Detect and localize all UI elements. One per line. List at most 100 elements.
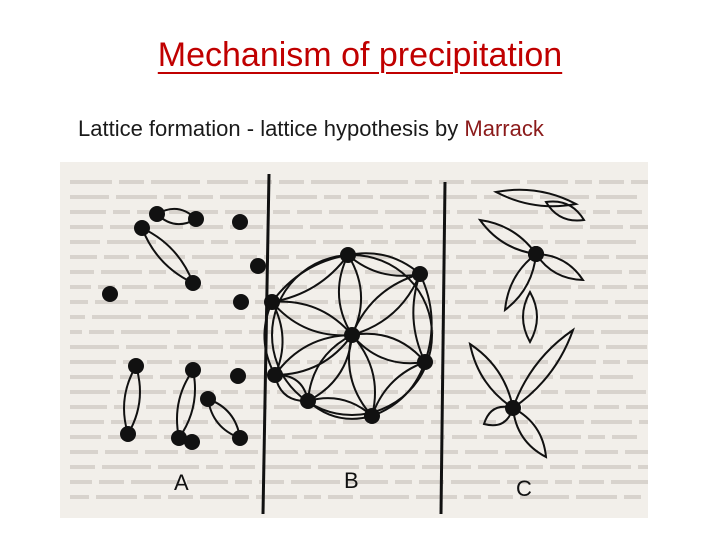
- ghost-word: [70, 225, 103, 229]
- ghost-word: [436, 195, 477, 199]
- ghost-word: [256, 495, 297, 499]
- ghost-word: [95, 300, 128, 304]
- ghost-word: [274, 405, 299, 409]
- antibody-lens: [511, 406, 548, 459]
- ghost-word: [305, 450, 338, 454]
- ghost-word: [70, 315, 85, 319]
- ghost-word: [70, 210, 106, 214]
- ghost-word: [625, 450, 648, 454]
- ghost-word: [187, 480, 228, 484]
- ghost-word: [276, 195, 317, 199]
- ghost-word: [578, 285, 595, 289]
- ghost-word: [356, 315, 373, 319]
- antigen-dot: [232, 214, 248, 230]
- ghost-word: [400, 375, 433, 379]
- ghost-word: [569, 330, 594, 334]
- ghost-word: [235, 240, 260, 244]
- ghost-word: [395, 480, 412, 484]
- ghost-word: [442, 285, 467, 289]
- ghost-word: [555, 480, 572, 484]
- ghost-word: [626, 405, 648, 409]
- ghost-word: [70, 270, 94, 274]
- ghost-word: [390, 345, 439, 349]
- ghost-word: [405, 390, 430, 394]
- ghost-word: [206, 465, 223, 469]
- ghost-word: [282, 285, 307, 289]
- ghost-word: [255, 180, 272, 184]
- ghost-word: [627, 360, 648, 364]
- antibody-lens: [511, 327, 575, 411]
- ghost-word: [159, 420, 176, 424]
- ghost-word: [220, 195, 269, 199]
- ghost-word: [230, 225, 263, 229]
- ghost-word: [135, 300, 168, 304]
- antigen-dot: [267, 367, 283, 383]
- ghost-word: [185, 450, 218, 454]
- lattice-figure: A B C: [60, 162, 648, 518]
- ghost-word: [585, 450, 618, 454]
- ghost-word: [183, 420, 208, 424]
- ghost-word: [311, 180, 360, 184]
- ghost-word: [624, 495, 641, 499]
- ghost-word: [150, 225, 183, 229]
- ghost-word: [451, 480, 500, 484]
- ghost-word: [292, 435, 317, 439]
- ghost-word: [582, 465, 631, 469]
- ghost-word: [333, 390, 374, 394]
- ghost-word: [441, 330, 490, 334]
- ghost-word: [612, 435, 637, 439]
- background-page-texture: [70, 180, 648, 499]
- ghost-word: [116, 195, 157, 199]
- ghost-word: [424, 255, 449, 259]
- ghost-word: [252, 315, 301, 319]
- divider-line-1: [261, 173, 271, 515]
- ghost-word: [474, 285, 523, 289]
- ghost-word: [579, 480, 604, 484]
- ghost-word: [422, 465, 471, 469]
- ghost-word: [70, 195, 109, 199]
- ghost-word: [508, 195, 533, 199]
- ghost-word: [601, 330, 648, 334]
- ghost-word: [70, 480, 92, 484]
- ghost-word: [545, 210, 586, 214]
- ghost-word: [261, 270, 302, 274]
- ghost-word: [207, 180, 248, 184]
- ghost-word: [121, 330, 170, 334]
- ghost-word: [540, 315, 565, 319]
- ghost-word: [366, 465, 383, 469]
- ghost-word: [433, 210, 450, 214]
- ghost-word: [225, 330, 242, 334]
- ghost-word: [119, 180, 144, 184]
- ghost-word: [493, 390, 534, 394]
- ghost-word: [70, 255, 97, 259]
- ghost-word: [89, 330, 114, 334]
- ghost-word: [611, 480, 648, 484]
- ghost-word: [271, 420, 312, 424]
- antibody-lens: [468, 341, 515, 411]
- ghost-word: [335, 300, 368, 304]
- antigen-dot: [340, 247, 356, 263]
- ghost-word: [439, 180, 464, 184]
- ghost-word: [443, 360, 460, 364]
- ghost-word: [469, 270, 486, 274]
- ghost-word: [535, 300, 568, 304]
- ghost-word: [550, 225, 583, 229]
- ghost-word: [70, 405, 107, 409]
- ghost-word: [638, 465, 648, 469]
- ghost-word: [495, 300, 528, 304]
- antigen-dot: [185, 362, 201, 378]
- antigen-dot: [250, 258, 266, 274]
- ghost-word: [328, 495, 353, 499]
- ghost-word: [456, 255, 505, 259]
- ghost-word: [211, 240, 228, 244]
- ghost-word: [70, 450, 98, 454]
- ghost-word: [540, 435, 581, 439]
- ghost-word: [587, 240, 636, 244]
- ghost-word: [240, 375, 273, 379]
- ghost-word: [225, 450, 258, 454]
- antigen-dot: [185, 275, 201, 291]
- panel-c-antibody-excess: [468, 188, 586, 459]
- ghost-word: [360, 375, 393, 379]
- ghost-word: [348, 195, 373, 199]
- ghost-word: [70, 285, 91, 289]
